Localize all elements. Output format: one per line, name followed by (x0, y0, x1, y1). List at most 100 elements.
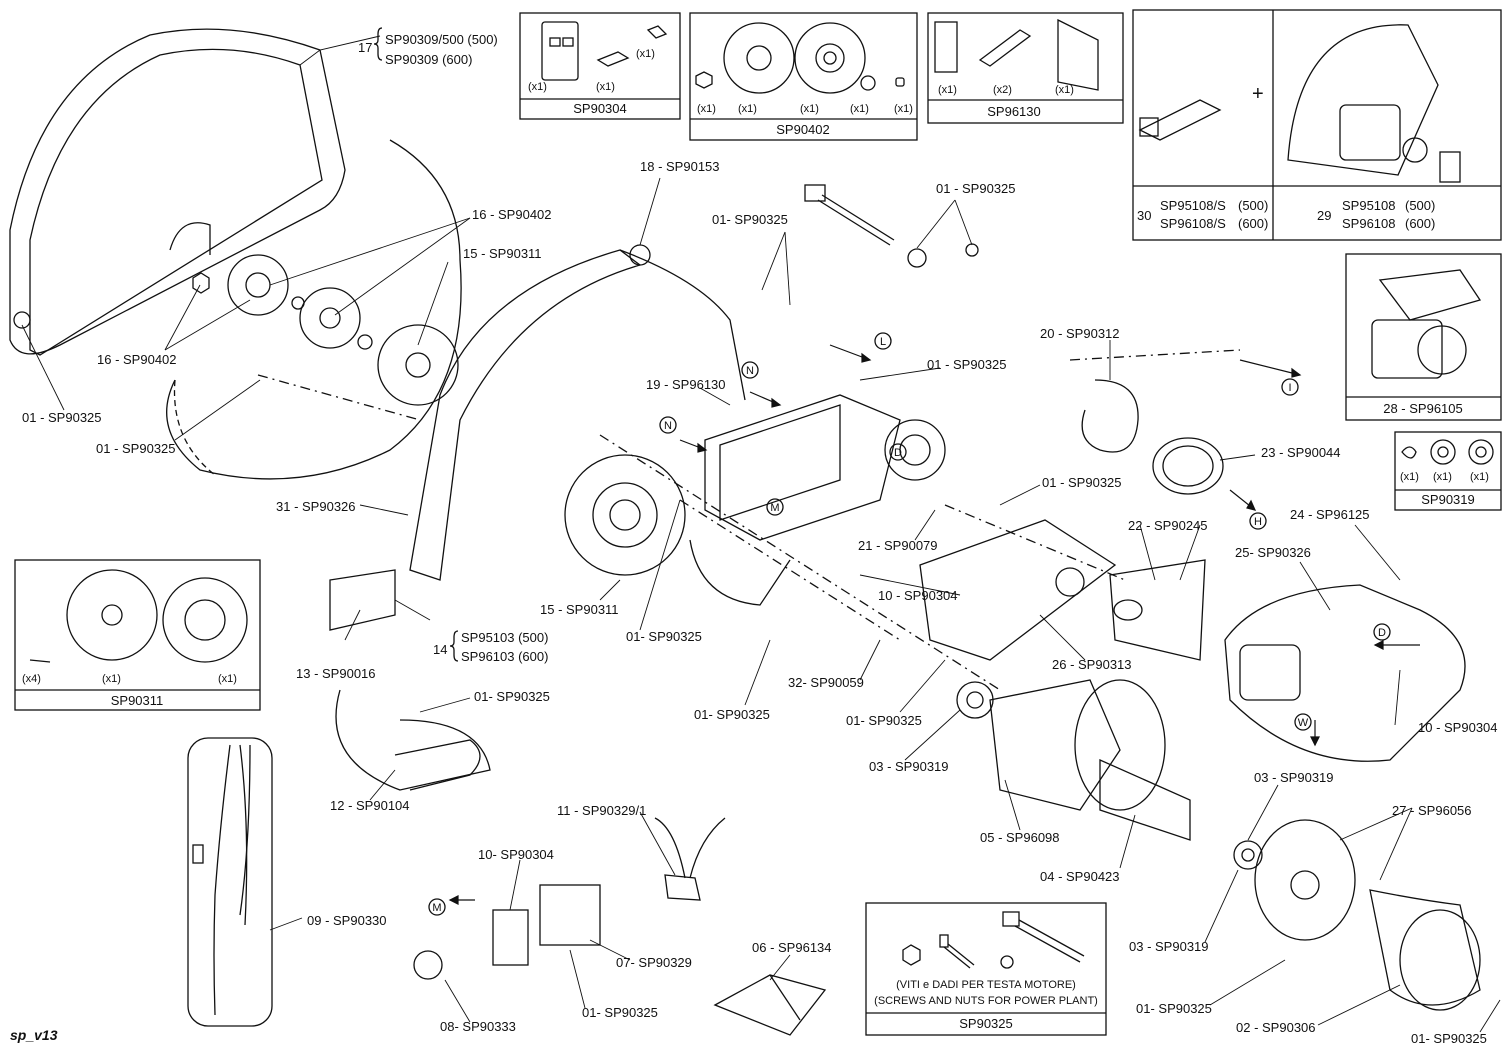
kit-box-sp90304: (x1) (x1) (x1) SP90304 (519, 12, 681, 120)
kit-qty: (x1) (1433, 471, 1452, 483)
part-label: 01- SP90325 (1411, 1031, 1487, 1046)
marker-N: N (664, 420, 672, 432)
kit-size: (500) (1238, 198, 1268, 213)
cutting-blade (166, 139, 462, 480)
part-label: 01 - SP90325 (1042, 475, 1122, 490)
part-label: 22 - SP90245 (1128, 518, 1208, 533)
part-label: 09 - SP90330 (307, 913, 387, 928)
motor (956, 679, 1481, 1011)
part-label: 26 - SP90313 (1052, 657, 1132, 672)
part-label: 12 - SP90104 (330, 798, 410, 813)
kit-code: SP90311 (111, 693, 164, 708)
kit-note: (VITI e DADI PER TESTA MOTORE) (896, 979, 1076, 991)
marker-D: D (1378, 627, 1386, 639)
part-label: 02 - SP90306 (1236, 1020, 1316, 1035)
part-label: 01- SP90325 (474, 689, 550, 704)
part-label: 01- SP90325 (712, 212, 788, 227)
kit-code: SP95108/S (1160, 198, 1226, 213)
brackets-and-handles (329, 559, 1466, 791)
marker-W: W (1298, 717, 1309, 729)
kit-code: SP90402 (776, 122, 830, 137)
kit-box-sp95108: + 30 SP95108/S (500) SP96108/S (600) 29 … (1132, 9, 1502, 241)
part-label: 01- SP90325 (846, 713, 922, 728)
kit-qty: (x1) (636, 48, 655, 60)
blade-flanges (192, 254, 459, 406)
fan-wheel (564, 454, 686, 576)
kit-qty: (x1) (596, 81, 615, 93)
kit-note: (SCREWS AND NUTS FOR POWER PLANT) (874, 995, 1098, 1007)
part-label: 01- SP90325 (1136, 1001, 1212, 1016)
part-label: 14 (433, 642, 447, 657)
part-label: 04 - SP90423 (1040, 869, 1120, 884)
kit-qty: (x1) (697, 103, 716, 115)
kit-qty: (x1) (938, 84, 957, 96)
part-label: 20 - SP90312 (1040, 326, 1120, 341)
support-plate (919, 519, 1117, 661)
part-label: SP90309/500 (500) (385, 32, 498, 47)
part-label: 24 - SP96125 (1290, 507, 1370, 522)
part-label: 21 - SP90079 (858, 538, 938, 553)
kit-box-sp96130: (x1) (x2) (x1) SP96130 (927, 12, 1124, 124)
marker-D: D (894, 447, 902, 459)
part-label: 25- SP90326 (1235, 545, 1311, 560)
kit-code: SP90319 (1421, 492, 1475, 507)
marker-M: M (432, 902, 441, 914)
kit-qty: (x1) (1055, 84, 1074, 96)
bolt-long (804, 184, 979, 268)
part-label: 18 - SP90153 (640, 159, 720, 174)
part-label: 16 - SP90402 (97, 352, 177, 367)
part-labels: 17 SP90309/500 (500) SP90309 (600) 16 - … (22, 27, 1498, 1046)
part-label: 10 - SP90304 (1418, 720, 1498, 735)
part-label: 31 - SP90326 (276, 499, 356, 514)
part-label: SP96103 (600) (461, 649, 548, 664)
kit-box-sp90319: (x1) (x1) (x1) SP90319 (1394, 431, 1502, 511)
part-label: 03 - SP90319 (869, 759, 949, 774)
kit-item-number: 30 (1137, 208, 1151, 223)
sheet-code: sp_v13 (10, 1027, 58, 1043)
part-label: 11 - SP90329/1 (557, 803, 646, 818)
part-label: 23 - SP90044 (1261, 445, 1341, 460)
kit-qty: (x1) (218, 673, 237, 685)
part-label: SP95103 (500) (461, 630, 548, 645)
guard-arm (409, 244, 746, 581)
marker-L: L (880, 336, 886, 348)
part-label: 27 - SP96056 (1392, 803, 1472, 818)
part-label: 10 - SP90304 (878, 588, 958, 603)
part-label: 08- SP90333 (440, 1019, 516, 1034)
kit-size: (600) (1405, 216, 1435, 231)
part-label: 01- SP90325 (582, 1005, 658, 1020)
kit-qty: (x1) (850, 103, 869, 115)
part-label: 01- SP90325 (694, 707, 770, 722)
kit-qty: (x1) (738, 103, 757, 115)
kit-qty: (x1) (528, 81, 547, 93)
kit-code: SP96108 (1342, 216, 1396, 231)
part-label: 15 - SP90311 (463, 246, 542, 261)
part-label: 01 - SP90325 (96, 441, 176, 456)
assembly-axis-lines (257, 349, 1241, 691)
kit-qty: (x1) (800, 103, 819, 115)
part-label: 17 (358, 40, 372, 55)
marker-N: N (746, 365, 754, 377)
blade-guard (9, 28, 346, 356)
part-label: 01 - SP90325 (927, 357, 1007, 372)
kit-size: (500) (1405, 198, 1435, 213)
marker-H: H (1254, 516, 1262, 528)
part-label: 03 - SP90319 (1129, 939, 1209, 954)
part-label: SP90309 (600) (385, 52, 472, 67)
manual-booklet (713, 974, 827, 1036)
part-label: 01 - SP90325 (936, 181, 1016, 196)
leader-lines (21, 35, 1501, 1033)
kit-code: SP90325 (959, 1016, 1013, 1031)
spring-and-gasket (1081, 379, 1224, 495)
kit-caption: 28 - SP96105 (1383, 401, 1463, 416)
switch-assembly (413, 817, 726, 980)
part-label: 10- SP90304 (478, 847, 554, 862)
direction-arrows (448, 344, 1420, 905)
assembly-markers: L N N M M D D I H W (428, 332, 1391, 916)
kit-box-sp90311: (x4) (x1) (x1) SP90311 (14, 559, 261, 711)
kit-qty: (x1) (894, 103, 913, 115)
kit-size: (600) (1238, 216, 1268, 231)
kit-code: SP96130 (987, 104, 1041, 119)
